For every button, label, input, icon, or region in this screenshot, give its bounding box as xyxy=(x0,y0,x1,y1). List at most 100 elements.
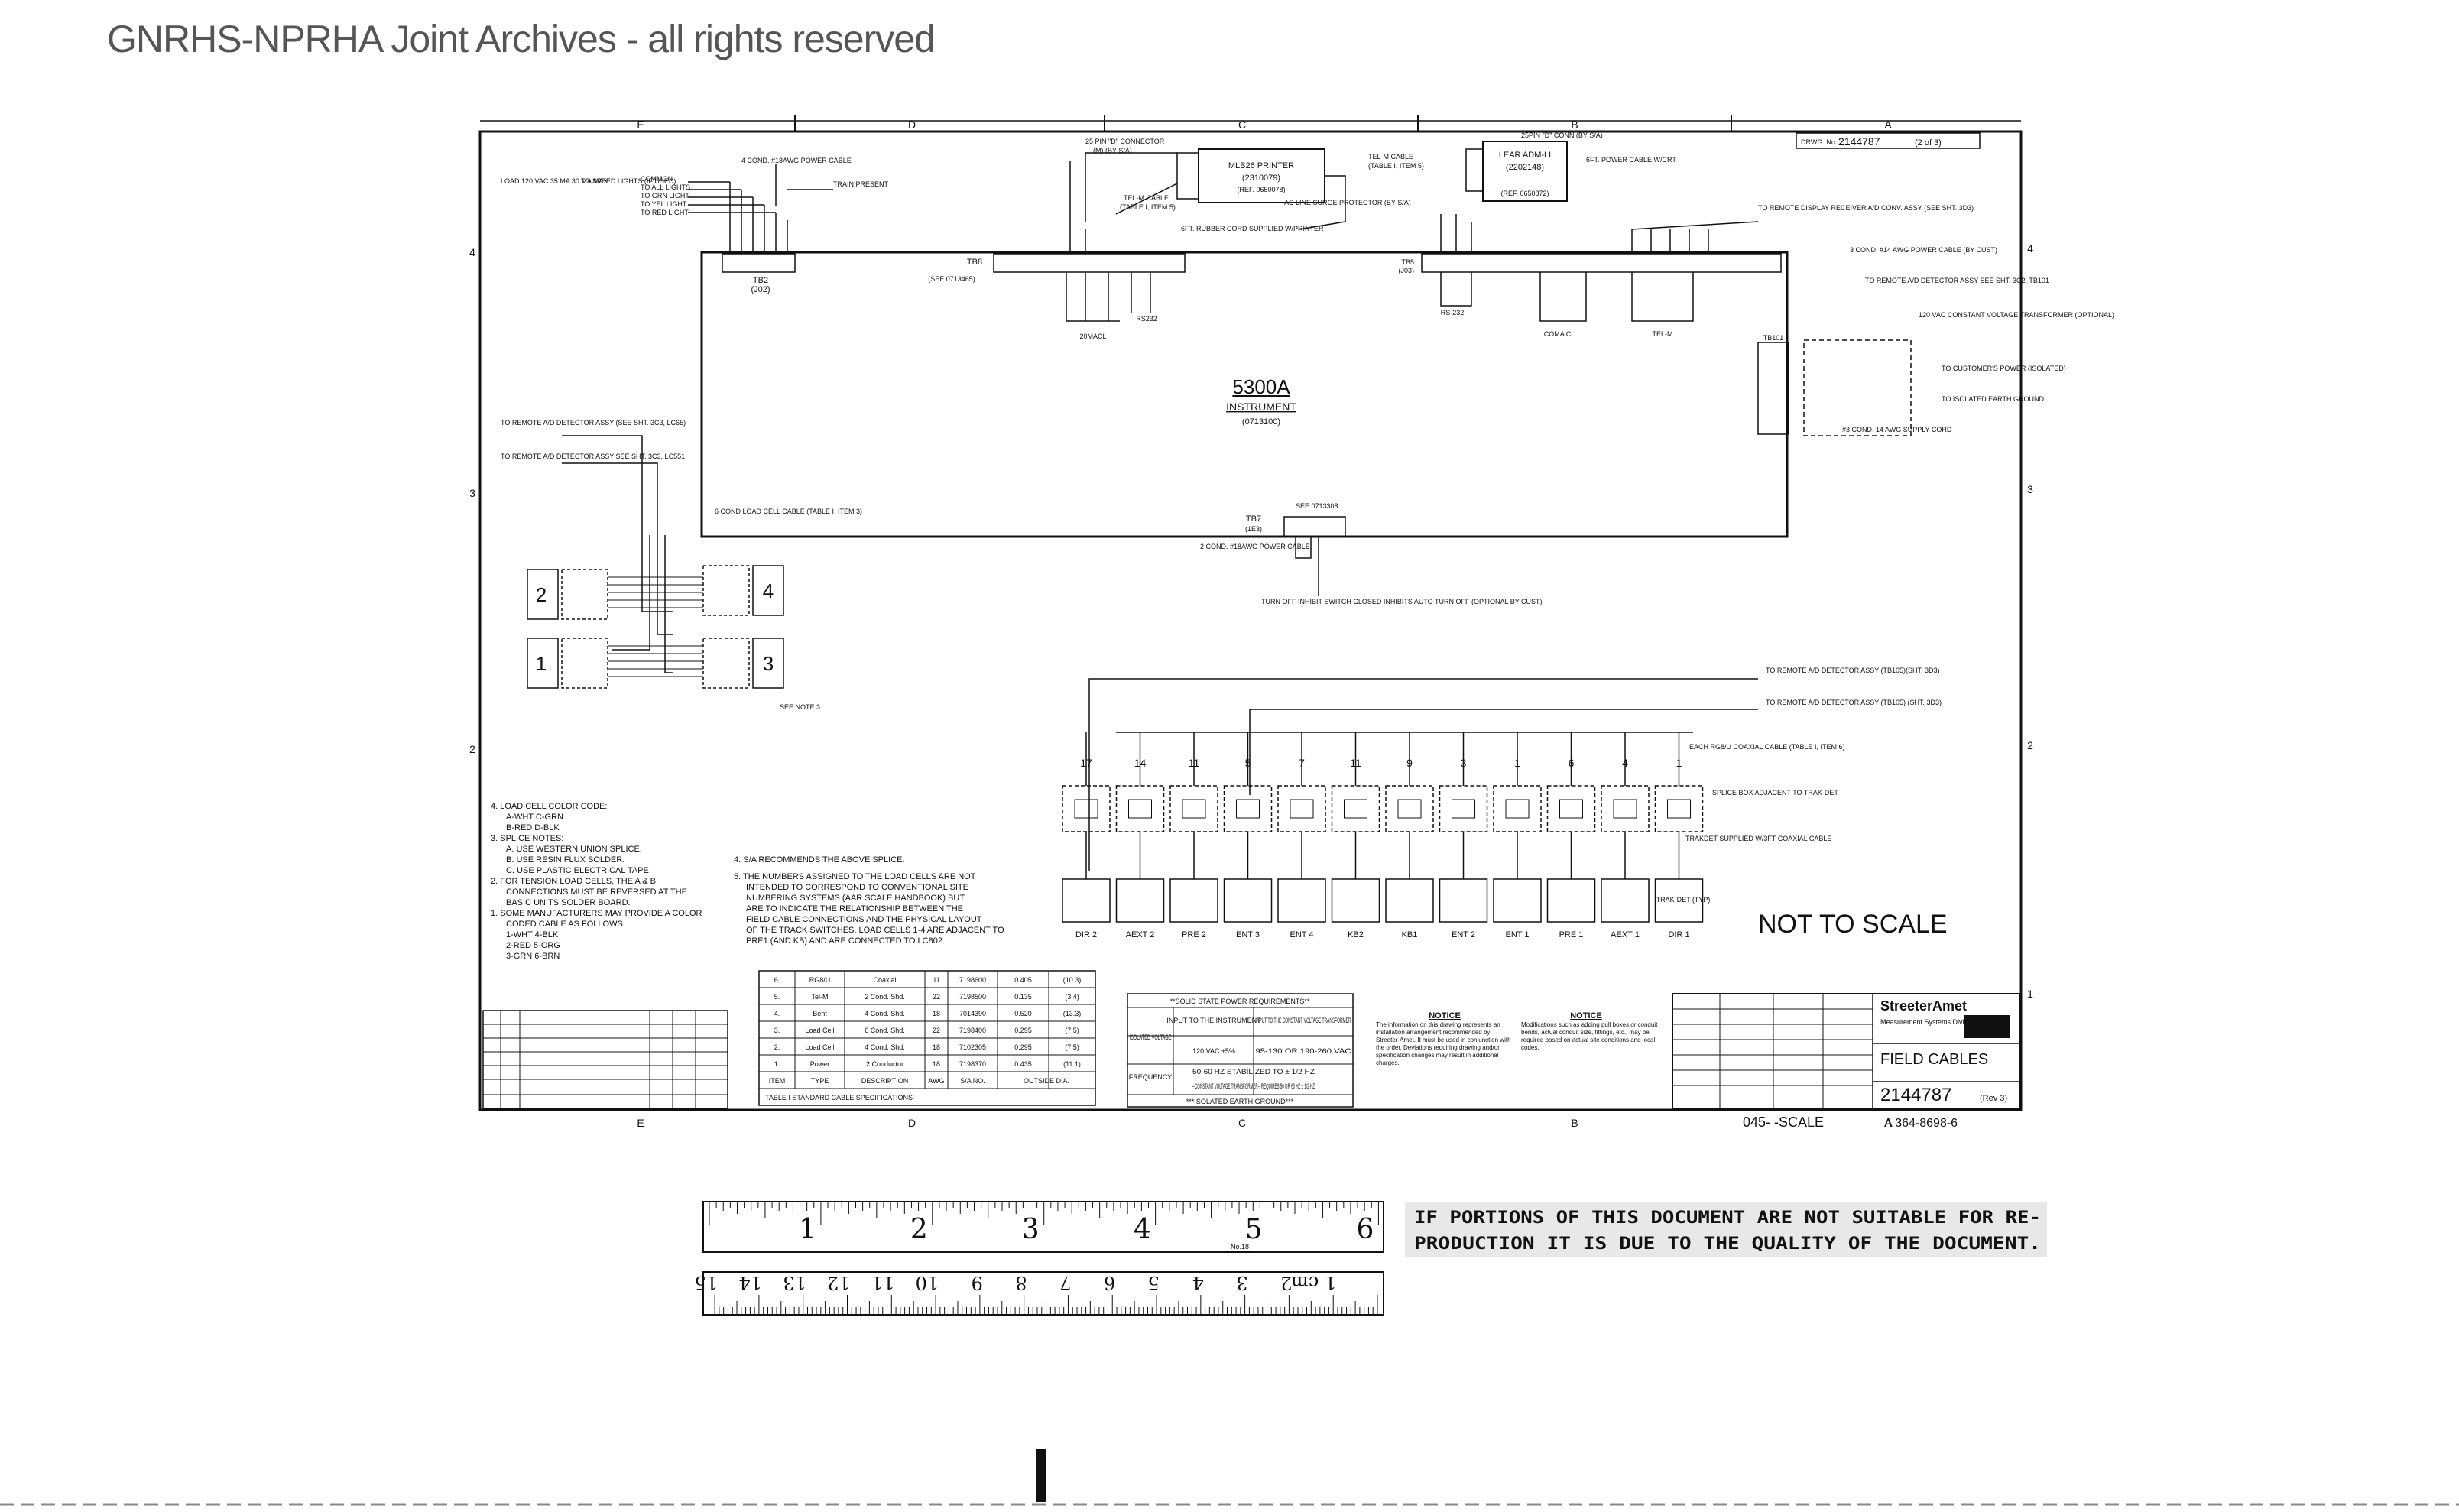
common-text: COMMON xyxy=(641,175,673,183)
cable-table-title: TABLE I STANDARD CABLE SPECIFICATIONS xyxy=(765,1094,913,1102)
archive-header: GNRHS-NPRHA Joint Archives - all rights … xyxy=(107,18,936,60)
constant-voltage-section: TB101 xyxy=(1757,334,1912,436)
table-cell: (13.3) xyxy=(1063,1010,1082,1017)
tb7-sub-label: (1E3) xyxy=(1245,525,1262,533)
power-row1-a: 120 VAC ±5% xyxy=(1192,1047,1235,1055)
table-cell: (7.5) xyxy=(1065,1027,1079,1034)
splice-relay-icon xyxy=(1344,799,1367,819)
junction-box-3: 3 xyxy=(702,638,784,689)
col-letter-top-d: D xyxy=(908,118,916,131)
printer-box: MLB26 PRINTER (2310079) (REF. 0650078) xyxy=(1176,148,1325,203)
trak-det-box xyxy=(1654,878,1704,923)
ruler-cm-frame xyxy=(702,1271,1384,1316)
detector-name: PRE 1 xyxy=(1559,930,1584,939)
table-cell: 4. xyxy=(774,1010,780,1017)
detector-number: 11 xyxy=(1189,757,1200,769)
notice-body-2: Modifications such as adding pull boxes … xyxy=(1521,1021,1658,1051)
row-number-4-right: 4 xyxy=(2027,242,2033,255)
ruler-cm-label: 10 xyxy=(916,1272,939,1293)
col-letter-top-e: E xyxy=(637,118,644,131)
table-cell: 3. xyxy=(774,1027,780,1034)
terminal-strip-tb8: TB8 (SEE 0713465) 20MACL RS232 xyxy=(928,253,1186,340)
detector-number: 6 xyxy=(1569,757,1575,769)
ruler-cm-label: 9 xyxy=(972,1272,983,1293)
telm-cable-right-sub: (TABLE I, ITEM 5) xyxy=(1368,162,1424,170)
detector-number: 14 xyxy=(1134,757,1147,769)
terminal-strip-tb7: TB7 (1E3) SEE 0713308 xyxy=(1245,502,1346,537)
reproduction-stamp: IF PORTIONS OF THIS DOCUMENT ARE NOT SUI… xyxy=(1405,1202,2047,1257)
ruler-inch-frame xyxy=(702,1201,1384,1253)
splice-relay-icon xyxy=(1074,799,1098,819)
junction-fan-wires xyxy=(608,576,703,677)
table-cell: 4 Cond. Shd. xyxy=(865,1010,905,1017)
ruler-cm-label: 8 xyxy=(1015,1272,1027,1293)
note-4a: A-WHT C-GRN xyxy=(506,813,563,822)
table-cell: 7014390 xyxy=(959,1010,986,1017)
col-letter-top-c: C xyxy=(1238,118,1246,131)
row-number-3-left: 3 xyxy=(469,487,475,499)
ac-surge-label: AC LINE SURGE PROTECTOR (BY S/A) xyxy=(1284,199,1411,206)
revision-block xyxy=(482,1010,728,1109)
junction-box-1: 1 xyxy=(527,638,608,689)
stamp-line-2: PRODUCTION IT IS DUE TO THE QUALITY OF T… xyxy=(1414,1235,2041,1254)
tb2-label: TB2 xyxy=(753,276,768,285)
splice-box xyxy=(1654,785,1704,832)
table-cell: (7.5) xyxy=(1065,1043,1079,1051)
instrument-sub: INSTRUMENT xyxy=(1226,401,1296,413)
tb5-sub-label: (J03) xyxy=(1398,267,1414,274)
title-name: FIELD CABLES xyxy=(1880,1051,1988,1068)
ruler-inch-label: 3 xyxy=(1022,1214,1040,1245)
isolated-power-label: TO ISOLATED EARTH GROUND xyxy=(1942,395,2045,403)
power-cable-6ft-b-label: 6FT. POWER CABLE W/CRT xyxy=(1586,156,1676,164)
note-3a: A. USE WESTERN UNION SPLICE. xyxy=(506,845,642,854)
row-number-4-left: 4 xyxy=(469,246,475,258)
telm-cable-sub-label: (TABLE I, ITEM 5) xyxy=(1120,203,1176,211)
detector-name: ENT 4 xyxy=(1290,930,1314,939)
splice-box xyxy=(1223,785,1273,832)
printer-label: MLB26 PRINTER xyxy=(1228,161,1294,170)
title-subtitle: Measurement Systems Division xyxy=(1880,1018,1977,1026)
splice-box xyxy=(1331,785,1380,832)
tb5-wires xyxy=(1440,214,1759,322)
tb7-wires xyxy=(1295,537,1319,596)
ruler-cm-label: 13 xyxy=(783,1272,806,1293)
ruler-cm-label: 5 xyxy=(1148,1272,1160,1293)
col-letter-bottom-e: E xyxy=(637,1117,644,1129)
note-m5: 5. THE NUMBERS ASSIGNED TO THE LOAD CELL… xyxy=(734,872,976,881)
note-2: 2. FOR TENSION LOAD CELLS, THE A & B xyxy=(491,877,656,886)
ruler-inch-label: 2 xyxy=(910,1214,928,1245)
yel-light-text: TO YEL LIGHT xyxy=(641,200,687,208)
notes-middle: 4. S/A RECOMMENDS THE ABOVE SPLICE. 5. T… xyxy=(734,855,1004,946)
detector-number: 1 xyxy=(1676,757,1682,769)
power-cable-6ft-label: 6FT. RUBBER CORD SUPPLIED W/PRINTER xyxy=(1181,225,1324,232)
rs232-label: RS232 xyxy=(1136,315,1157,323)
tb8-wires xyxy=(1066,222,1151,322)
col-letter-bottom-c: C xyxy=(1238,1117,1246,1129)
note-4: 4. LOAD CELL COLOR CODE: xyxy=(491,802,607,811)
see-note3-label: SEE NOTE 3 xyxy=(780,703,820,711)
power-row1-label: ISOLATED VOLTAGE xyxy=(1130,1033,1172,1041)
table-cell: 2. xyxy=(774,1043,780,1051)
tb7-label: TB7 xyxy=(1246,514,1261,524)
table-cell: 0.405 xyxy=(1014,976,1032,984)
coax-bus xyxy=(1088,678,1758,871)
col-letter-bottom-d: D xyxy=(908,1117,916,1129)
note-m5c: NUMBERING SYSTEMS (AAR SCALE HANDBOOK) B… xyxy=(746,894,965,903)
note-3c: C. USE PLASTIC ELECTRICAL TAPE. xyxy=(506,866,651,875)
to-remote-display-label: TO REMOTE DISPLAY RECEIVER A/D CONV. ASS… xyxy=(1758,204,1974,212)
splice-box xyxy=(1601,785,1650,832)
to-remote-ad-3-label: TO REMOTE A/D DETECTOR ASSY SEE SHT. 3C2… xyxy=(1865,277,2049,284)
gnd-cable-label: #3 COND. 14 AWG SUPPLY CORD xyxy=(1842,426,1952,433)
note-3: 3. SPLICE NOTES: xyxy=(491,834,563,843)
speed-lights-text: TO SPEED LIGHTS (IF USED) xyxy=(581,177,676,185)
junction-1-label: 1 xyxy=(536,652,547,675)
trak-det-box xyxy=(1115,878,1165,923)
coma-cl-label: COMA CL xyxy=(1544,330,1575,338)
trak-det-label: TRAK-DET (TYP) xyxy=(1656,896,1711,904)
